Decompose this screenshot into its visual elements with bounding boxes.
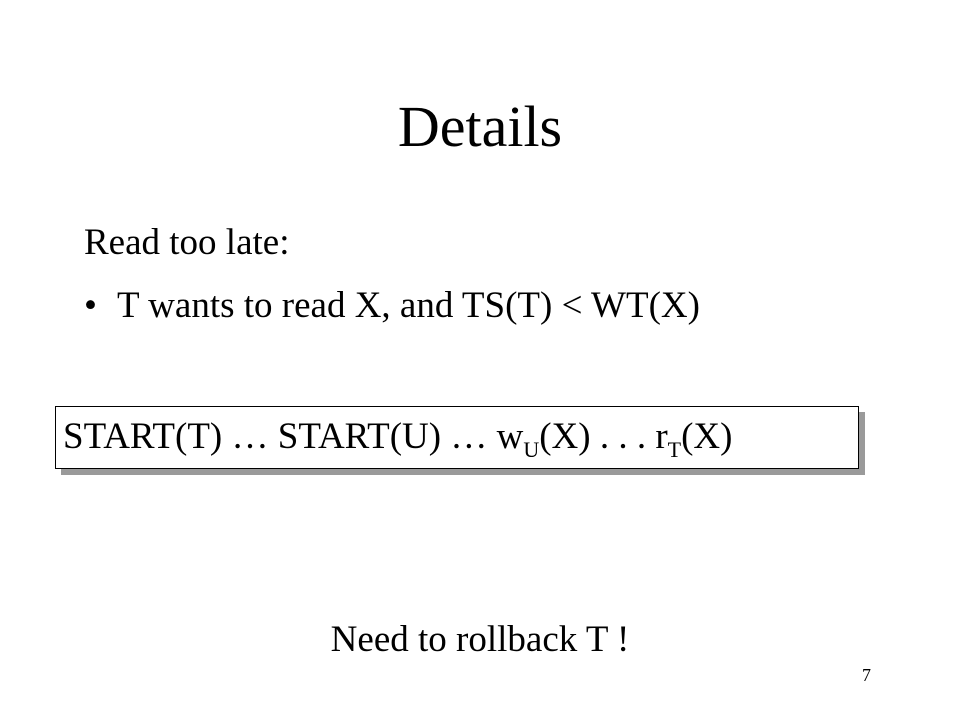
subheading: Read too late: bbox=[84, 222, 290, 263]
page-number: 7 bbox=[862, 665, 871, 685]
sequence-subscript-u: U bbox=[523, 437, 540, 462]
sequence-part-3: (X) bbox=[681, 416, 733, 457]
sequence-subscript-t: T bbox=[667, 437, 682, 462]
bullet-item: • T wants to read X, and TS(T) < WT(X) bbox=[84, 283, 700, 329]
sequence-part-1: START(T) … START(U) … w bbox=[63, 416, 524, 457]
sequence-text: START(T) … START(U) … wU(X) . . . rT(X) bbox=[63, 414, 733, 462]
sequence-part-2: (X) . . . r bbox=[539, 416, 668, 457]
sequence-box: START(T) … START(U) … wU(X) . . . rT(X) bbox=[55, 406, 859, 469]
bullet-marker: • bbox=[84, 285, 97, 326]
slide-title: Details bbox=[397, 94, 563, 159]
bullet-text: T wants to read X, and TS(T) < WT(X) bbox=[117, 285, 700, 326]
rollback-note: Need to rollback T ! bbox=[330, 619, 630, 660]
